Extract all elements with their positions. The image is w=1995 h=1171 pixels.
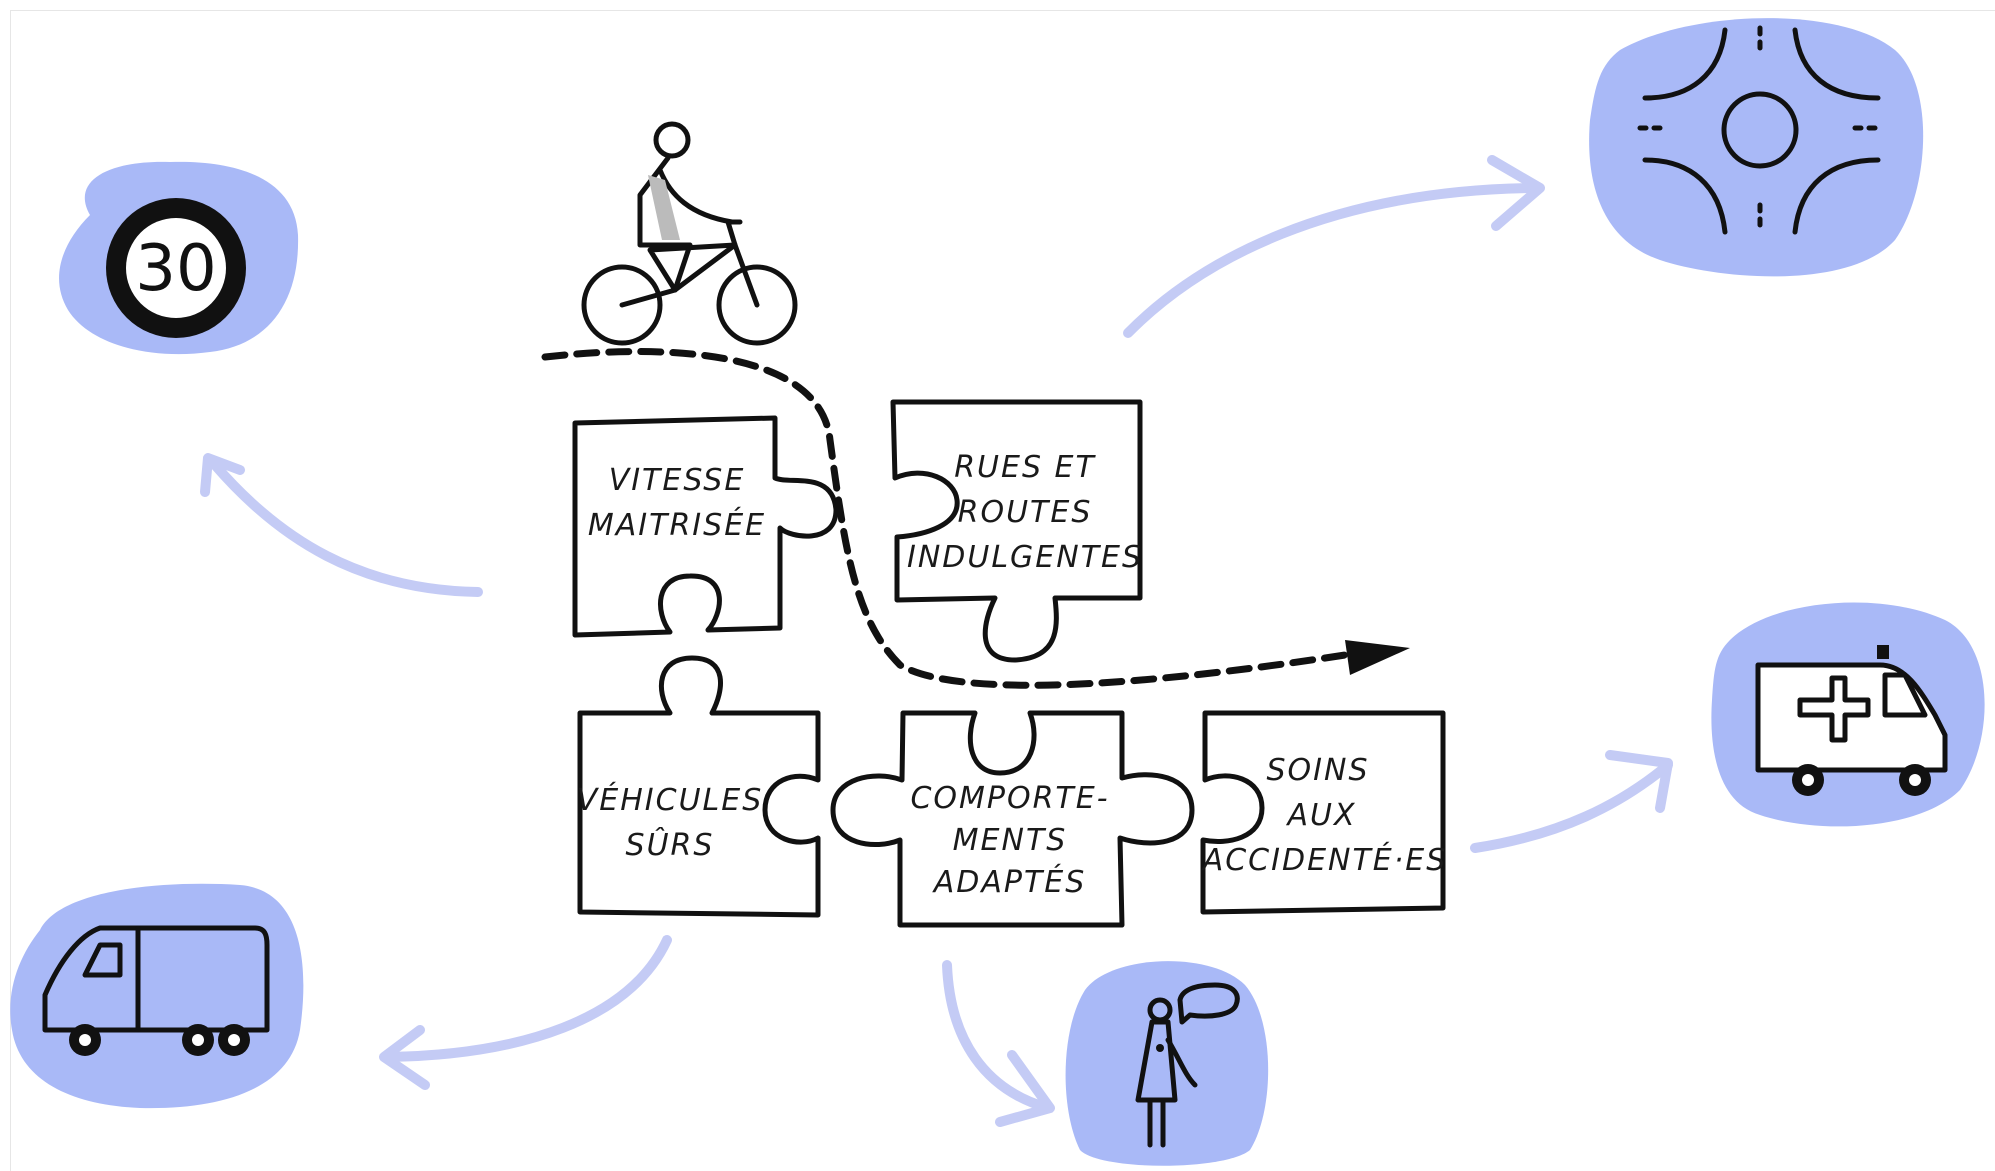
label-rues-2: ROUTES bbox=[958, 495, 1093, 530]
label-vehicules-1: VÉHICULES bbox=[577, 782, 764, 818]
speed-sign-icon: 30 bbox=[59, 161, 299, 355]
puzzle-piece-soins: SOINS AUX ACCIDENTÉ·ES bbox=[1200, 710, 1448, 915]
puzzle-piece-vehicules: VÉHICULES SÛRS bbox=[577, 655, 821, 918]
puzzle-piece-rues: RUES ET ROUTES INDULGENTES bbox=[890, 399, 1143, 663]
puzzle-piece-comportements: COMPORTE- MENTS ADAPTÉS bbox=[830, 710, 1195, 928]
person-speaking-icon bbox=[1065, 961, 1269, 1166]
puzzle-piece-vitesse: VITESSE MAITRISÉE bbox=[572, 415, 839, 638]
cyclist-icon bbox=[581, 121, 798, 346]
speed-limit-value: 30 bbox=[135, 232, 216, 306]
label-soins-3: ACCIDENTÉ·ES bbox=[1201, 842, 1448, 878]
roundabout-icon bbox=[1589, 18, 1924, 277]
arrow-to-speed-sign bbox=[200, 453, 483, 597]
label-comportements-2: MENTS bbox=[953, 823, 1068, 858]
label-soins-2: AUX bbox=[1285, 798, 1356, 833]
arrow-to-van bbox=[379, 935, 672, 1090]
label-rues-3: INDULGENTES bbox=[907, 540, 1143, 575]
label-rues-1: RUES ET bbox=[954, 450, 1096, 485]
arrow-to-ambulance bbox=[1470, 750, 1673, 853]
label-comportements-1: COMPORTE- bbox=[910, 781, 1109, 816]
label-soins-1: SOINS bbox=[1267, 753, 1370, 788]
label-comportements-3: ADAPTÉS bbox=[932, 864, 1087, 900]
ambulance-icon bbox=[1711, 602, 1985, 827]
dashed-path-arrow bbox=[541, 348, 1410, 689]
label-vehicules-2: SÛRS bbox=[626, 826, 715, 863]
label-vitesse-1: VITESSE bbox=[609, 463, 746, 498]
van-icon bbox=[10, 883, 304, 1109]
label-vitesse-2: MAITRISÉE bbox=[588, 507, 766, 543]
arrow-to-person bbox=[942, 960, 1055, 1127]
arrow-to-roundabout bbox=[1123, 155, 1545, 338]
